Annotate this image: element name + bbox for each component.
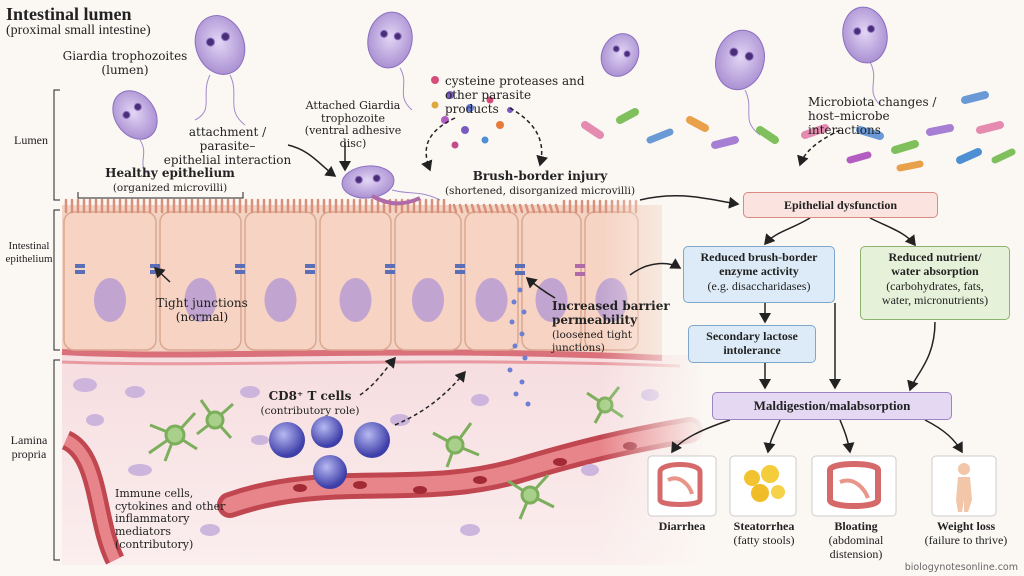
basement-membrane (61, 349, 663, 361)
microvillus (470, 203, 476, 214)
cell-nucleus (535, 278, 568, 322)
microvillus (554, 203, 560, 214)
microvillus (482, 203, 488, 214)
microvillus (476, 203, 482, 214)
microvillus (488, 203, 494, 214)
microvillus (518, 203, 524, 214)
microvillus (530, 203, 536, 214)
cell-nucleus (264, 278, 297, 322)
microvillus (524, 203, 530, 214)
label-tight-junctions: Tight junctions(normal) (156, 296, 248, 324)
label-giardia-trophozoites: Giardia trophozoites(lumen) (62, 49, 188, 77)
microvillus (500, 203, 506, 214)
cell-nucleus (339, 278, 372, 322)
label-brush-border-injury: Brush-border injury(shortened, disorgani… (444, 169, 636, 197)
leaking-particles (507, 287, 531, 407)
parasite-products (431, 76, 513, 149)
adhesive-disc (371, 194, 421, 206)
credit-text: biologynotesonline.com (904, 562, 1018, 573)
microvillus (506, 203, 512, 214)
microbiota (581, 91, 1016, 172)
label-microbiota: Microbiota changes /host–microbe interac… (808, 95, 937, 137)
cell-nucleus (475, 278, 508, 322)
microvillus (542, 203, 548, 214)
dendritic-cells (148, 386, 624, 520)
page-subtitle: (proximal small intestine) (6, 23, 151, 38)
microvillus (452, 203, 458, 214)
microvillus (536, 203, 542, 214)
cell-nucleus (94, 278, 126, 322)
cell-nucleus (412, 278, 444, 322)
label-attachment: attachment / parasite–epithelial interac… (163, 125, 292, 167)
cd8-t-cells (269, 416, 390, 489)
giardia-trophozoites (112, 6, 888, 199)
symptom-steatorrhea: Steatorrhea(fatty stools) (733, 519, 795, 547)
symptom-bloating: Bloating(abdominal distension) (828, 519, 884, 561)
flagella (139, 61, 881, 201)
page-title: Intestinal lumen (6, 4, 132, 24)
microvillus (464, 203, 470, 214)
symptom-icons (647, 455, 997, 517)
label-healthy-epithelium: Healthy epithelium(organized microvilli) (105, 166, 235, 194)
symptom-diarrhea: Diarrhea (658, 519, 706, 533)
box-epithelial-dysfunction: Epithelial dysfunction (743, 192, 938, 218)
microvillus (548, 203, 554, 214)
label-cd8-t-cells: CD8⁺ T cells(contributory role) (260, 389, 360, 417)
cell-nucleus (184, 278, 217, 322)
box-maldigestion-malabsorption: Maldigestion/malabsorption (712, 392, 952, 420)
symptom-weight-loss: Weight loss(failure to thrive) (924, 519, 1008, 547)
box-reduced-absorption: Reduced nutrient/water absorption(carboh… (860, 246, 1010, 320)
microvillus (494, 203, 500, 214)
microvillus (458, 203, 464, 214)
region-label-lumen: Lumen (14, 133, 48, 147)
microvillus (512, 203, 518, 214)
